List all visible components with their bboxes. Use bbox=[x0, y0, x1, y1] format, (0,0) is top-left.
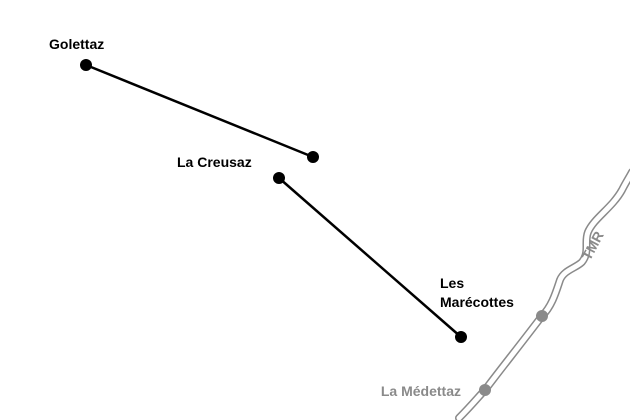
station-la-creusaz-marker bbox=[273, 172, 285, 184]
trail-stop-medettaz-label: La Médettaz bbox=[381, 383, 461, 399]
station-la-creusaz-label: La Creusaz bbox=[177, 154, 252, 170]
station-les-marecottes-marker bbox=[455, 331, 467, 343]
station-les-marecottes-label-line2: Marécottes bbox=[440, 294, 514, 310]
tmr-trail-inner bbox=[456, 170, 630, 420]
cable-line-creusaz-marecottes bbox=[278, 177, 462, 338]
station-golettaz-marker bbox=[80, 59, 92, 71]
station-golettaz-label: Golettaz bbox=[49, 36, 104, 52]
cable-line-golettaz bbox=[85, 63, 314, 159]
station-les-marecottes-label-line1: Les bbox=[440, 275, 464, 291]
trail-stop-medettaz-marker bbox=[479, 384, 491, 396]
tmr-trail-label: TMR bbox=[578, 229, 606, 263]
trail-stop-marker bbox=[536, 310, 548, 322]
station-upper-marker bbox=[307, 151, 319, 163]
